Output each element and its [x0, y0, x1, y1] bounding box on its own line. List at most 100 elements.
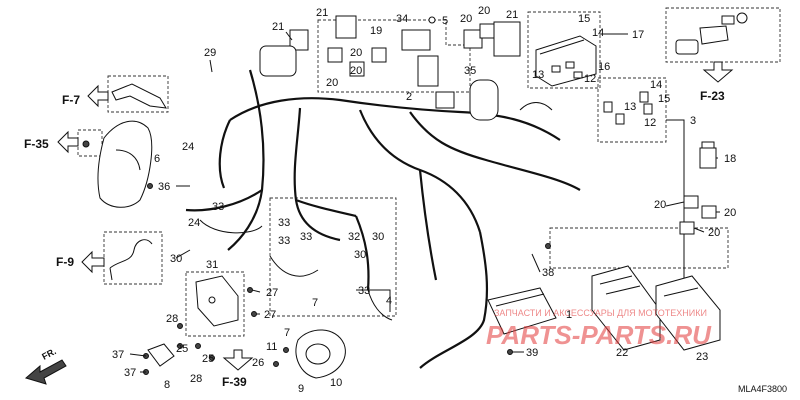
callout-25: 25	[176, 343, 188, 355]
section-ref-f23[interactable]: F-23	[700, 89, 725, 103]
callout-37: 37	[112, 349, 124, 361]
callout-28: 28	[190, 373, 202, 385]
callout-16: 16	[598, 61, 610, 73]
wire-f9	[109, 239, 153, 281]
arrow-f23	[702, 61, 734, 83]
callout-20: 20	[478, 5, 490, 17]
group-box-bracket	[185, 271, 245, 337]
section-ref-f7[interactable]: F-7	[62, 93, 80, 107]
front-arrow	[24, 359, 67, 385]
bracket-8	[147, 343, 175, 367]
callout-30: 30	[354, 249, 366, 261]
callout-20: 20	[350, 65, 362, 77]
module-22	[591, 265, 661, 351]
callout-33: 33	[300, 231, 312, 243]
fuse-set	[603, 91, 653, 125]
callout-18: 18	[724, 153, 736, 165]
group-box-ecu	[549, 227, 729, 269]
f23-parts	[675, 12, 748, 55]
arrow-f9	[81, 250, 105, 274]
callout-39: 39	[526, 347, 538, 359]
group-box-sub-harness	[269, 197, 397, 317]
callout-19: 19	[370, 25, 382, 37]
module-1	[487, 287, 557, 335]
callout-12: 12	[644, 117, 656, 129]
callout-30: 30	[372, 231, 384, 243]
callout-10: 10	[330, 377, 342, 389]
callout-32: 32	[348, 231, 360, 243]
section-ref-f9[interactable]: F-9	[56, 255, 74, 269]
callout-26: 26	[252, 357, 264, 369]
horn	[295, 329, 346, 379]
callout-23: 23	[696, 351, 708, 363]
arrow-f39	[222, 349, 254, 371]
callout-34: 34	[396, 13, 408, 25]
callout-13: 13	[532, 69, 544, 81]
callout-20: 20	[724, 207, 736, 219]
group-box-fusebox	[527, 11, 601, 89]
callout-28: 28	[166, 313, 178, 325]
callouts: 21 21 34 5 20 20 21 19 20 20 20 29 35 15…	[112, 5, 736, 395]
callout-13: 13	[624, 101, 636, 113]
callout-22: 22	[616, 347, 628, 359]
callout-20: 20	[654, 199, 666, 211]
callout-29: 29	[204, 47, 216, 59]
callout-21: 21	[316, 7, 328, 19]
callout-20: 20	[350, 47, 362, 59]
callout-15: 15	[658, 93, 670, 105]
callout-35: 35	[464, 65, 476, 77]
callout-9: 9	[298, 383, 304, 395]
watermark-tagline: ЗАПЧАСТИ И АКСЕССУАРЫ ДЛЯ МОТОТЕХНИКИ	[494, 308, 707, 318]
group-box-f35	[77, 129, 103, 157]
callout-6: 6	[154, 153, 160, 165]
stay-f7	[111, 83, 167, 109]
callout-4: 4	[386, 295, 392, 307]
coupler-18	[699, 141, 717, 169]
callout-37: 37	[124, 367, 136, 379]
callout-15: 15	[578, 13, 590, 25]
front-label: FR.	[40, 346, 57, 362]
callout-24: 24	[188, 217, 200, 229]
callout-33: 33	[278, 217, 290, 229]
watermark-brand: PARTS-PARTS.RU	[486, 320, 712, 350]
section-ref-f35[interactable]: F-35	[24, 137, 49, 151]
callout-36: 36	[158, 181, 170, 193]
callout-25: 25	[202, 353, 214, 365]
callout-5: 5	[442, 15, 448, 27]
bolts	[143, 183, 551, 375]
relays-20-right	[679, 195, 717, 235]
callout-17: 17	[632, 29, 644, 41]
fuse-box	[535, 35, 597, 87]
callout-30: 30	[170, 253, 182, 265]
arrow-f7	[87, 84, 109, 108]
leader-frame-4	[356, 289, 391, 312]
callout-8: 8	[164, 379, 170, 391]
leader-frame-3	[666, 119, 685, 301]
callout-33: 33	[212, 201, 224, 213]
section-ref-f39[interactable]: F-39	[222, 375, 247, 389]
callout-27: 27	[264, 309, 276, 321]
callout-14: 14	[592, 27, 604, 39]
bracket-assy	[195, 275, 239, 327]
callout-7: 7	[312, 297, 318, 309]
callout-33: 33	[358, 285, 370, 297]
callout-3: 3	[690, 115, 696, 127]
callout-20: 20	[326, 77, 338, 89]
side-cover	[82, 120, 153, 208]
drawing-code: MLA4F3800	[738, 384, 787, 394]
group-box-f9	[103, 231, 163, 285]
arrow-f35	[57, 130, 79, 154]
watermark: ЗАПЧАСТИ И АКСЕССУАРЫ ДЛЯ МОТОТЕХНИКИ PA…	[486, 308, 712, 350]
callout-31: 31	[206, 259, 218, 271]
leader-lines	[129, 31, 720, 373]
relay-group	[259, 15, 521, 121]
callout-11: 11	[266, 341, 277, 353]
callout-27: 27	[266, 287, 278, 299]
callout-38: 38	[542, 267, 554, 279]
callout-2: 2	[406, 91, 412, 103]
callout-14: 14	[650, 79, 662, 91]
callout-24: 24	[182, 141, 194, 153]
module-23	[655, 275, 721, 351]
